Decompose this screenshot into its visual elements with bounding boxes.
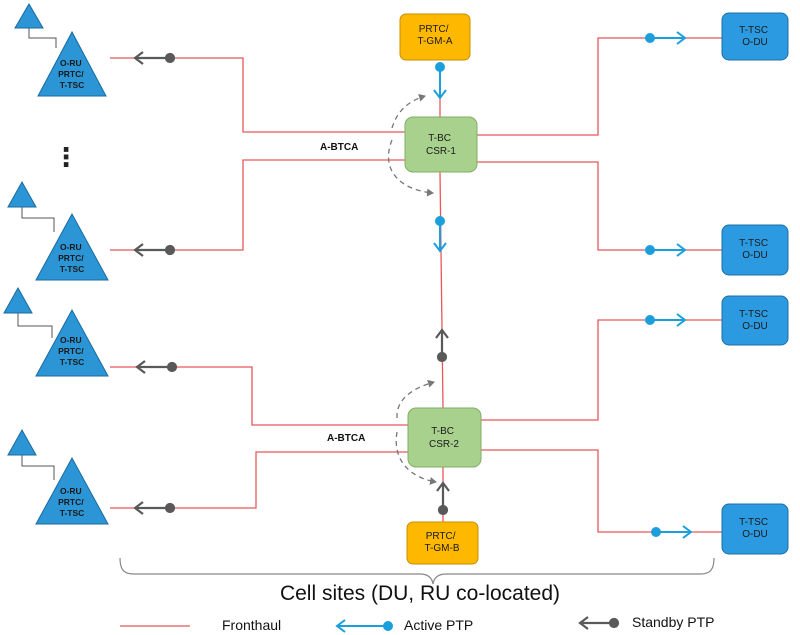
standby-ptp-gmb-csr2 bbox=[436, 481, 450, 516]
du-node-4: T-TSC O-DU bbox=[721, 503, 789, 555]
du3-label-line2: O-DU bbox=[742, 321, 768, 332]
legend-standby-label: Standby PTP bbox=[632, 614, 715, 630]
ru-site-3: O-RU PRTC/ T-TSC bbox=[3, 286, 109, 377]
active-ptp-du3 bbox=[645, 313, 687, 327]
fronthaul-ru2-csr1 bbox=[110, 159, 405, 251]
du4-label-line1: T-TSC bbox=[739, 517, 768, 528]
csr1-label-line2: CSR-1 bbox=[426, 146, 456, 157]
ru4-label-line3: T-TSC bbox=[60, 508, 85, 518]
ru2-label-line3: T-TSC bbox=[60, 264, 85, 274]
svg-text:O-RU PRTC/ T-TSC: O-RU PRTC/ T-TSC bbox=[58, 335, 86, 367]
legend-active-ptp: Active PTP bbox=[335, 617, 473, 633]
ru3-label-line2: PRTC/ bbox=[58, 346, 84, 356]
du-node-3: T-TSC O-DU bbox=[721, 295, 789, 346]
csr2-label-line2: CSR-2 bbox=[429, 439, 459, 450]
prtc-tgm-b-node: PRTC/ T-GM-B bbox=[406, 521, 479, 565]
standby-ptp-ru2 bbox=[133, 243, 176, 257]
legend-fronthaul-label: Fronthaul bbox=[222, 617, 281, 633]
btca-label-1: A-BTCA bbox=[320, 142, 358, 153]
svg-text:T-BC CSR-2: T-BC CSR-2 bbox=[429, 426, 459, 450]
svg-text:O-RU PRTC/ T-TSC: O-RU PRTC/ T-TSC bbox=[58, 58, 86, 90]
ru1-label-line2: PRTC/ bbox=[58, 69, 84, 79]
fronthaul-ru3-csr2 bbox=[110, 366, 408, 426]
prtc-tgm-a-node: PRTC/ T-GM-A bbox=[399, 13, 471, 61]
antenna-icon bbox=[7, 428, 37, 456]
csr-2-node: T-BC CSR-2 bbox=[407, 407, 482, 468]
du4-label-line2: O-DU bbox=[742, 529, 768, 540]
btca-arc-csr2-down bbox=[395, 431, 437, 485]
antenna-icon bbox=[14, 3, 44, 29]
ru3-label-line1: O-RU bbox=[60, 335, 82, 345]
active-ptp-du4 bbox=[651, 525, 693, 539]
svg-text:O-RU PRTC/ T-TSC: O-RU PRTC/ T-TSC bbox=[58, 486, 86, 518]
ru3-label-line3: T-TSC bbox=[60, 357, 85, 367]
antenna-icon bbox=[3, 286, 33, 314]
cell-sites-brace bbox=[119, 557, 715, 585]
fronthaul-ru4-csr2 bbox=[110, 451, 408, 509]
standby-ptp-ru4 bbox=[133, 501, 176, 515]
ru-site-1: O-RU PRTC/ T-TSC bbox=[14, 3, 107, 97]
fronthaul-csr1-csr2 bbox=[439, 171, 444, 409]
svg-text:O-RU PRTC/ T-TSC: O-RU PRTC/ T-TSC bbox=[58, 242, 86, 274]
legend-active-label: Active PTP bbox=[404, 617, 473, 633]
ru2-label-line1: O-RU bbox=[60, 242, 82, 252]
active-ptp-arrows bbox=[433, 31, 693, 539]
fronthaul-lines bbox=[110, 37, 722, 533]
du1-label-line2: O-DU bbox=[742, 37, 768, 48]
du1-label-line1: T-TSC bbox=[739, 25, 768, 36]
btca-arc-csr1-up bbox=[391, 93, 426, 129]
svg-text:T-TSC O-DU: T-TSC O-DU bbox=[739, 25, 771, 48]
ru1-label-line3: T-TSC bbox=[60, 80, 85, 90]
standby-ptp-ru3 bbox=[135, 360, 178, 374]
svg-text:PRTC/ T-GM-B: PRTC/ T-GM-B bbox=[425, 531, 460, 554]
active-ptp-csr1-csr2 bbox=[433, 216, 447, 253]
antenna-icon bbox=[7, 180, 37, 208]
svg-text:T-TSC O-DU: T-TSC O-DU bbox=[739, 517, 771, 540]
csr1-label-line1: T-BC bbox=[428, 133, 451, 144]
ru4-label-line2: PRTC/ bbox=[58, 497, 84, 507]
svg-text:PRTC/ T-GM-A: PRTC/ T-GM-A bbox=[418, 24, 453, 47]
standby-ptp-arrows bbox=[133, 51, 450, 516]
standby-ptp-ru1 bbox=[133, 51, 176, 65]
active-ptp-du1 bbox=[645, 31, 687, 45]
ru1-label-line1: O-RU bbox=[60, 58, 82, 68]
legend-fronthaul: Fronthaul bbox=[120, 617, 281, 633]
active-ptp-gma-csr1 bbox=[433, 62, 447, 100]
gm-a-label-line1: PRTC/ bbox=[419, 24, 449, 35]
csr2-label-line1: T-BC bbox=[431, 426, 454, 437]
ru-site-4: O-RU PRTC/ T-TSC bbox=[7, 428, 109, 525]
fronthaul-csr1-du2 bbox=[477, 161, 722, 251]
ru4-label-line1: O-RU bbox=[60, 486, 82, 496]
fronthaul-csr2-du4 bbox=[481, 449, 722, 533]
btca-arcs bbox=[387, 93, 437, 485]
ru2-label-line2: PRTC/ bbox=[58, 253, 84, 263]
legend-standby-ptp: Standby PTP bbox=[578, 614, 715, 630]
ru-site-2: O-RU PRTC/ T-TSC bbox=[7, 180, 109, 281]
fronthaul-csr1-du1 bbox=[477, 37, 722, 136]
svg-text:T-BC CSR-1: T-BC CSR-1 bbox=[426, 133, 456, 157]
csr-1-node: T-BC CSR-1 bbox=[404, 116, 478, 173]
svg-text:T-TSC O-DU: T-TSC O-DU bbox=[739, 309, 771, 332]
standby-ptp-csr2-csr1 bbox=[435, 328, 449, 363]
du2-label-line1: T-TSC bbox=[739, 238, 768, 249]
du-node-1: T-TSC O-DU bbox=[721, 12, 789, 61]
gm-b-label-line1: PRTC/ bbox=[426, 531, 456, 542]
btca-arc-csr1-down bbox=[387, 139, 434, 197]
active-ptp-du2 bbox=[645, 243, 687, 257]
gm-a-label-line2: T-GM-A bbox=[418, 36, 453, 47]
cell-sites-caption: Cell sites (DU, RU co-located) bbox=[280, 582, 560, 605]
fronthaul-csr2-du3 bbox=[481, 319, 722, 421]
fronthaul-ru1-csr1 bbox=[110, 57, 405, 133]
btca-arc-csr2-up bbox=[396, 379, 435, 419]
svg-text:T-TSC O-DU: T-TSC O-DU bbox=[739, 238, 771, 261]
du3-label-line1: T-TSC bbox=[739, 309, 768, 320]
gm-b-label-line2: T-GM-B bbox=[425, 543, 460, 554]
ellipsis-indicator: ⋮ bbox=[53, 143, 79, 173]
du-node-2: T-TSC O-DU bbox=[721, 224, 789, 276]
btca-label-2: A-BTCA bbox=[327, 433, 365, 444]
legend: Fronthaul Active PTP Standby PTP bbox=[120, 614, 715, 633]
du2-label-line2: O-DU bbox=[742, 250, 768, 261]
